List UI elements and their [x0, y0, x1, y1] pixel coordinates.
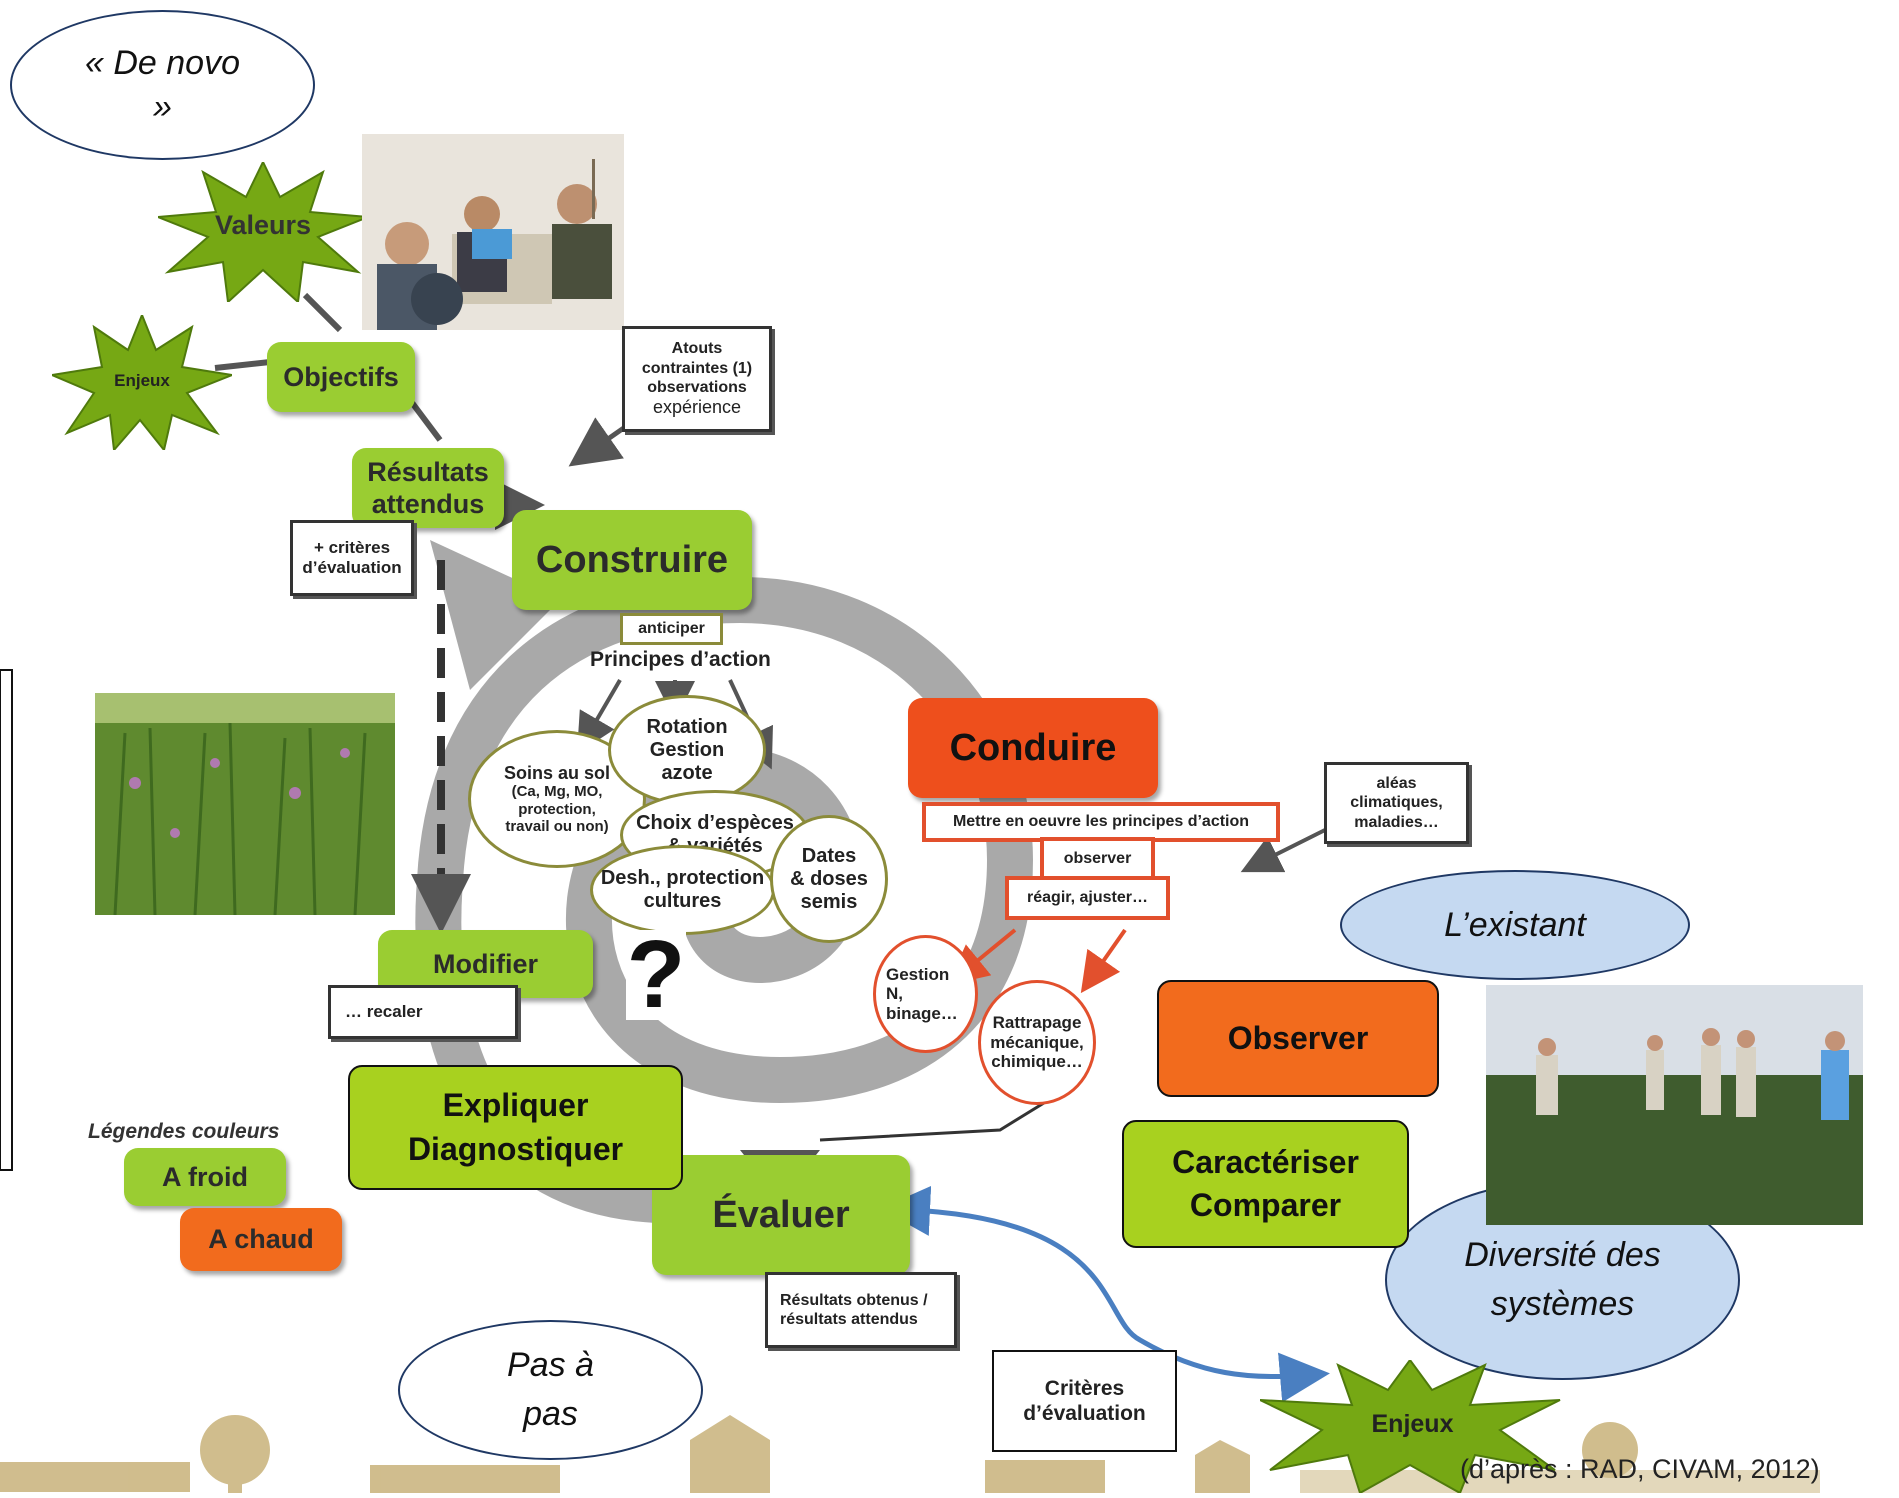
note-anticiper: anticiper	[620, 613, 723, 645]
oval-line: Choix d’espèces	[636, 812, 794, 834]
legend-title: Légendes couleurs	[88, 1120, 280, 1143]
oval-line: chimique…	[991, 1052, 1083, 1072]
box-evaluer: Évaluer	[652, 1155, 910, 1275]
starburst-icon	[157, 159, 369, 305]
oval-line: cultures	[643, 890, 722, 912]
box-objectifs: Objectifs	[267, 342, 415, 412]
question-mark-icon: ?	[626, 921, 686, 1028]
star-enjeux-bottom: Enjeux	[1259, 1358, 1565, 1495]
starburst-icon	[48, 312, 236, 453]
box-construire: Construire	[512, 510, 752, 610]
note-atouts: Atouts contraintes (1) observations expé…	[622, 326, 772, 432]
oval-rotation: Rotation Gestion azote	[608, 695, 766, 805]
box-expliquer-diagnostiquer: Expliquer Diagnostiquer	[348, 1065, 683, 1190]
star-label: Valeurs	[214, 210, 312, 240]
oval-line: Rattrapage	[992, 1013, 1082, 1033]
note-line: d’évaluation	[302, 558, 402, 577]
oval-line: travail ou non)	[505, 817, 609, 835]
oval-line: azote	[661, 761, 713, 784]
note-line: expérience	[652, 396, 742, 417]
oval-rattrapage: Rattrapage mécanique, chimique…	[978, 980, 1096, 1105]
note-line: résultats attendus	[780, 1311, 918, 1328]
star-label: Enjeux	[1371, 1410, 1454, 1438]
ellipse-existant: L’existant	[1340, 870, 1690, 980]
box-resultats-attendus: Résultats attendus	[352, 448, 504, 528]
note-criteres-evaluation: Critères d’évaluation	[992, 1350, 1177, 1452]
star-enjeux-top: Enjeux	[48, 312, 236, 453]
box-caracteriser-comparer: Caractériser Comparer	[1122, 1120, 1409, 1248]
oval-line: Dates	[801, 844, 857, 867]
photo-crop-field	[95, 693, 395, 915]
star-valeurs: Valeurs	[157, 159, 369, 305]
spiral-arrowhead	[430, 540, 560, 690]
ellipse-pas-a-pas: Pas à pas	[398, 1320, 703, 1460]
oval-line: N,	[886, 984, 903, 1004]
note-line: Résultats obtenus /	[780, 1291, 928, 1309]
oval-line: & doses	[790, 867, 868, 890]
note-aleas: aléas climatiques, maladies…	[1324, 762, 1469, 844]
note-criteres-plus: + critères d’évaluation	[290, 520, 414, 596]
box-observer: Observer	[1157, 980, 1439, 1097]
oval-line: mécanique,	[990, 1032, 1084, 1052]
oval-desh-protection: Desh., protection cultures	[590, 845, 775, 935]
oval-line: protection,	[518, 800, 596, 818]
note-line: contraintes (1)	[641, 359, 753, 377]
star-label: Enjeux	[114, 371, 170, 390]
oval-dates-doses: Dates & doses semis	[770, 815, 888, 943]
photo-field-visit	[1486, 985, 1863, 1225]
oval-line: binage…	[886, 1003, 958, 1023]
oval-line: Desh., protection	[600, 867, 765, 889]
oval-line: Gestion	[649, 738, 725, 761]
legend-a-froid: A froid	[124, 1148, 286, 1206]
note-line: d’évaluation	[1023, 1402, 1146, 1425]
oval-line: Soins au sol	[503, 762, 611, 783]
note-line: Critères	[1044, 1376, 1125, 1400]
note-line: + critères	[313, 537, 391, 557]
note-recaler: … recaler	[328, 985, 518, 1039]
box-observer-small: observer	[1040, 837, 1155, 881]
note-line: observations	[647, 378, 747, 396]
box-reagir-ajuster: réagir, ajuster…	[1005, 876, 1170, 920]
note-resultats-obtenus: Résultats obtenus / résultats attendus	[765, 1272, 957, 1348]
starburst-icon	[1259, 1358, 1561, 1495]
oval-line: Rotation	[646, 715, 728, 738]
oval-line: Gestion	[886, 964, 950, 984]
oval-line: semis	[800, 890, 858, 913]
photo-meeting	[362, 134, 624, 330]
box-conduire: Conduire	[908, 698, 1158, 798]
note-line: Atouts	[671, 340, 723, 358]
box-mettre-en-oeuvre: Mettre en oeuvre les principes d’action	[922, 802, 1280, 842]
label-principes-action: Principes d’action	[590, 648, 771, 671]
ellipse-de-novo: « De novo »	[10, 10, 315, 160]
oval-gestion-n: Gestion N, binage…	[873, 935, 978, 1053]
source-citation: (d’après : RAD, CIVAM, 2012)	[1460, 1454, 1820, 1484]
legend-a-chaud: A chaud	[180, 1208, 342, 1271]
oval-line: (Ca, Mg, MO,	[511, 783, 603, 801]
